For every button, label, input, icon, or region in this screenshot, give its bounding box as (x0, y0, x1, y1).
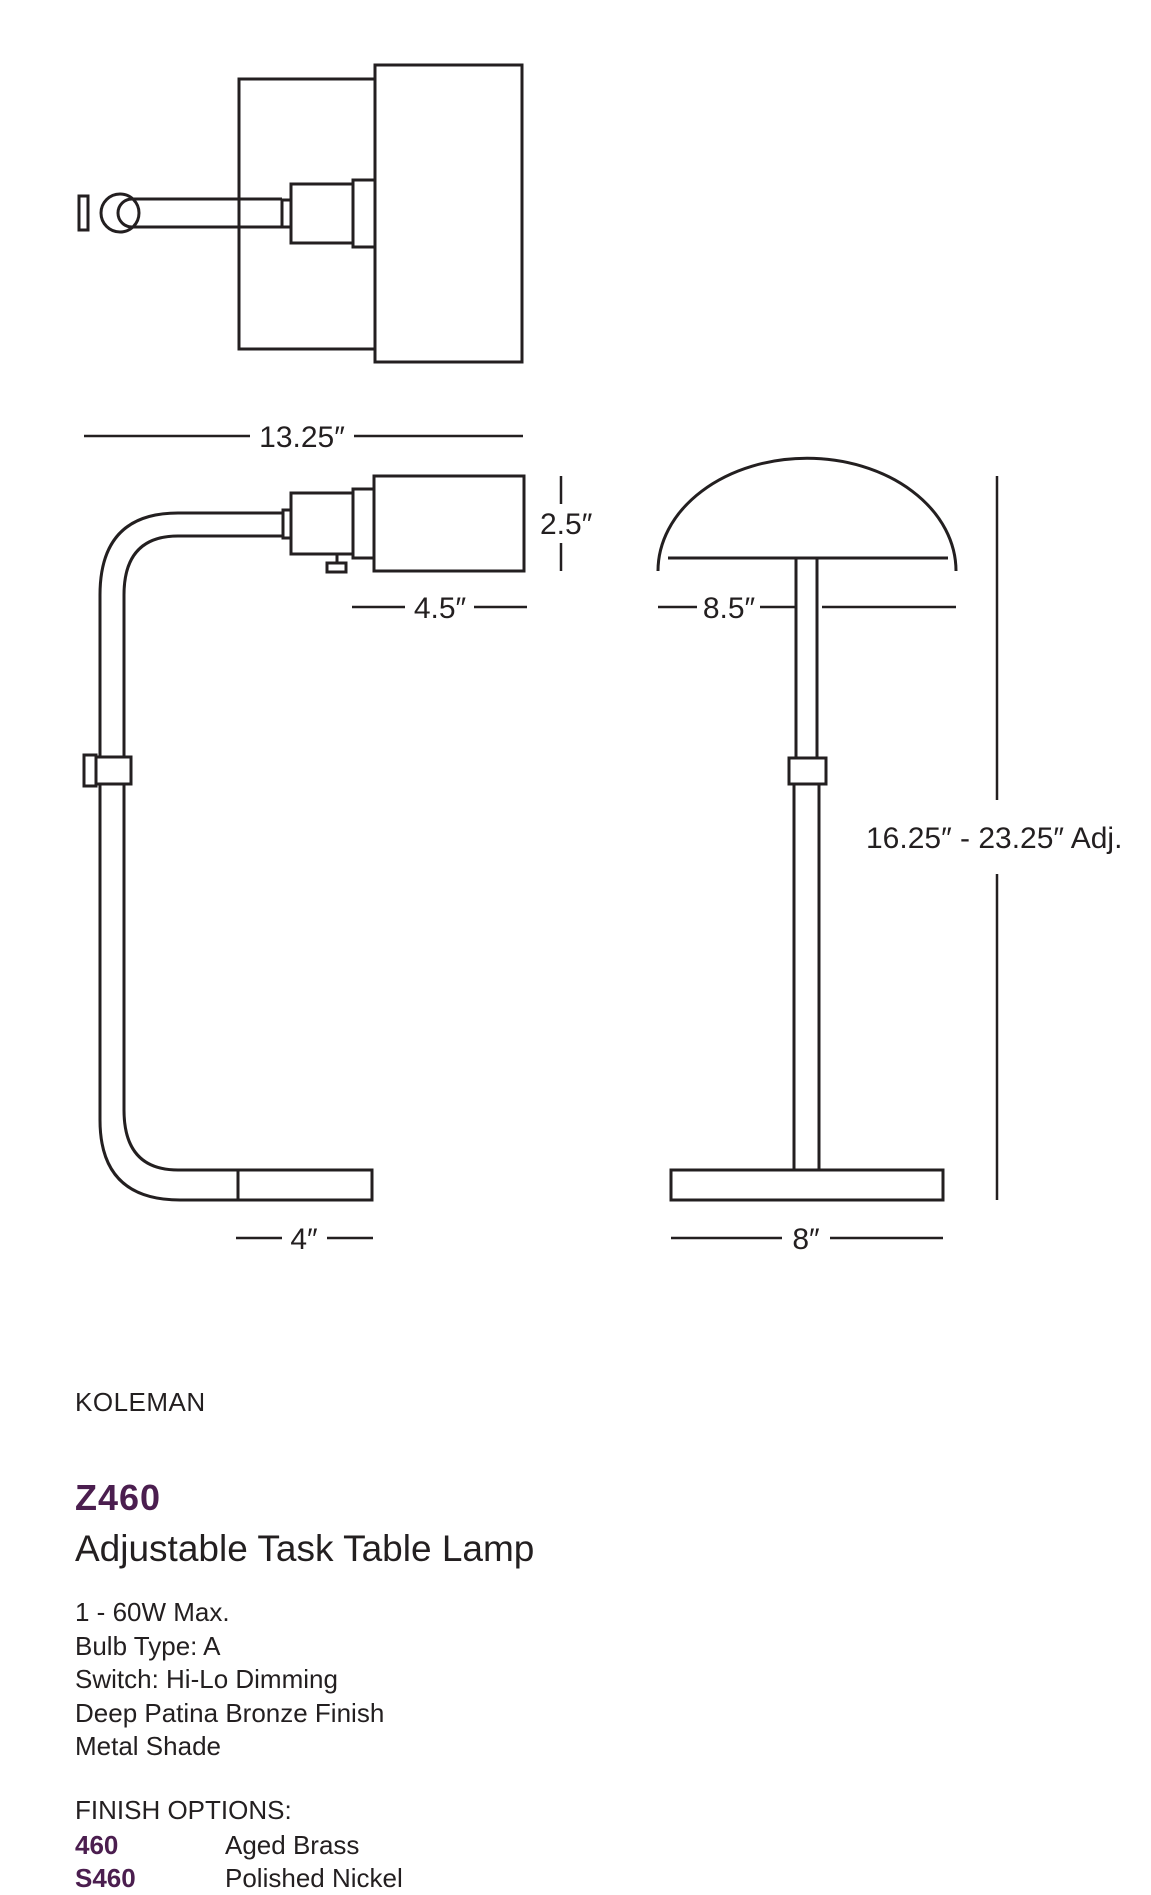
dim-shade-length: 4.5″ (414, 592, 467, 625)
spec-list: 1 - 60W Max. Bulb Type: A Switch: Hi-Lo … (75, 1596, 384, 1764)
finish-code: S460 (75, 1863, 136, 1893)
side-view (82, 474, 526, 1202)
brand-name: KOLEMAN (75, 1387, 206, 1417)
spec-bulb-type: Bulb Type: A (75, 1630, 221, 1661)
model-number: Z460 (75, 1477, 162, 1518)
finish-options-heading: FINISH OPTIONS: (75, 1795, 292, 1825)
technical-drawing: 13.25″ 2.5″ 4.5″ 8.5″ 16.25″ - 23.25″ Ad… (77, 63, 1122, 1256)
front-view (656, 456, 958, 1202)
finish-option: S460 Polished Nickel (75, 1862, 403, 1895)
dim-shade-height: 2.5″ (540, 508, 593, 541)
finish-options-list: 460 Aged Brass S460 Polished Nickel (75, 1829, 403, 1895)
finish-name: Aged Brass (225, 1830, 360, 1860)
spec-wattage: 1 - 60W Max. (75, 1597, 230, 1627)
spec-switch: Switch: Hi-Lo Dimming (75, 1664, 338, 1694)
dim-side-base: 4″ (290, 1223, 318, 1256)
dim-height-range: 16.25″ - 23.25″ Adj. (866, 822, 1122, 855)
spec-finish: Deep Patina Bronze Finish (75, 1697, 385, 1728)
finish-option: 460 Aged Brass (75, 1829, 403, 1862)
dim-overall-width: 13.25″ (259, 421, 345, 454)
dim-shade-diameter: 8.5″ (703, 592, 756, 625)
dim-front-base: 8″ (792, 1223, 820, 1256)
dimension-lines (84, 434, 999, 1240)
finish-code: 460 (75, 1830, 119, 1860)
spec-shade: Metal Shade (75, 1731, 221, 1761)
product-name: Adjustable Task Table Lamp (75, 1528, 535, 1569)
top-view (77, 63, 524, 364)
finish-name: Polished Nickel (225, 1863, 403, 1893)
